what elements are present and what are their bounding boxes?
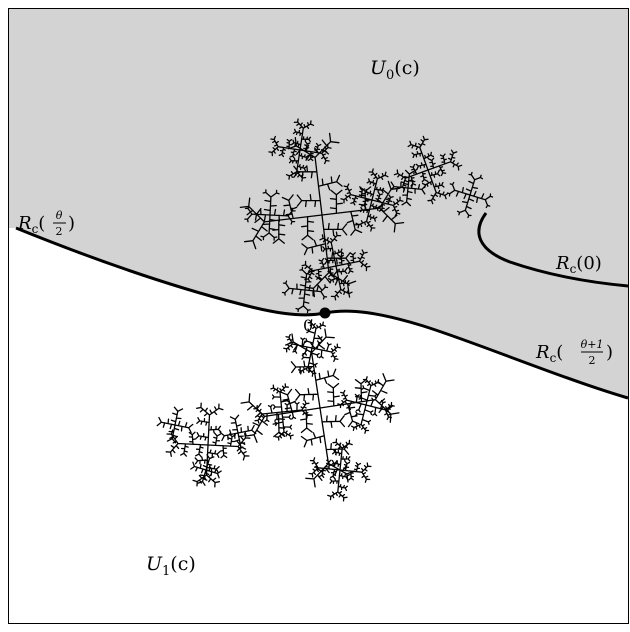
label-ray-theta-half: Rc( θ 2 ) [17,209,75,238]
label-u1: U1(c) [146,553,196,579]
julia-set-dendrite [156,118,494,502]
svg-text:): ) [606,342,613,363]
ray-theta-plus-one-half [324,309,629,400]
label-ray-zero: Rc(0) [555,253,602,276]
shaded-region-u0 [9,9,628,398]
svg-text:Rc(: Rc( [17,213,45,236]
ray-zero [477,212,629,288]
label-origin: 0 [303,316,313,335]
svg-text:θ+1: θ+1 [581,338,604,351]
svg-text:): ) [68,213,75,234]
label-ray-theta-plus-one-half: Rc( θ+1 2 ) [535,338,613,367]
svg-text:2: 2 [589,354,596,367]
svg-text:Rc(: Rc( [535,342,563,365]
ray-theta-half [15,226,326,317]
label-u0: U0(c) [370,57,420,83]
svg-text:θ: θ [56,209,63,222]
dendrite-branches [156,118,494,502]
svg-text:2: 2 [56,225,63,238]
frame-top-cover [8,8,629,624]
origin-point [319,307,331,319]
